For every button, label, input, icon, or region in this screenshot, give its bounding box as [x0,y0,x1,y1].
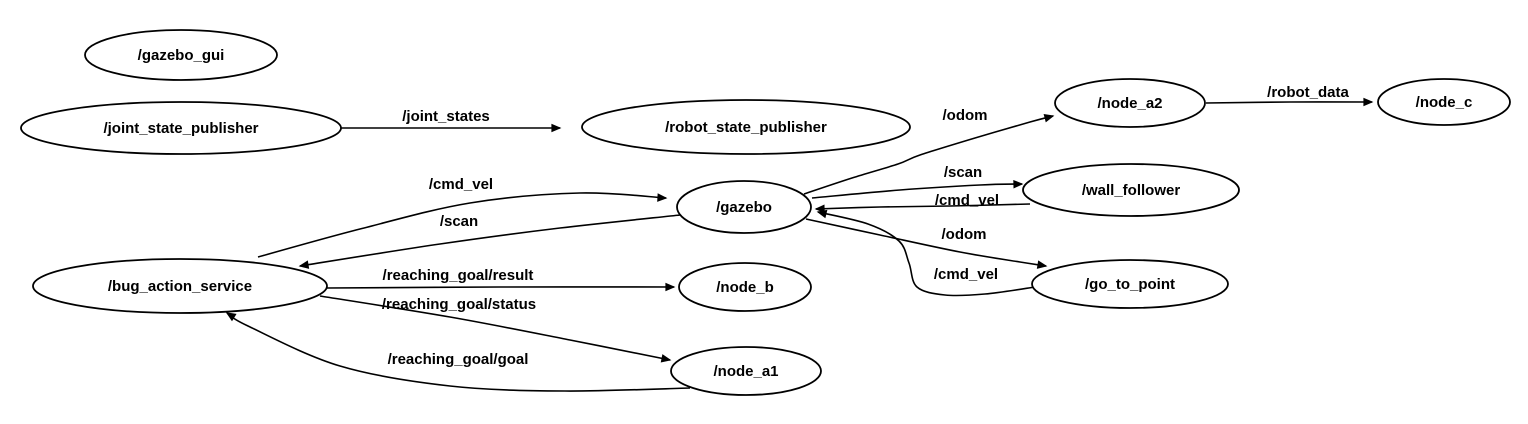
node-ellipse-node_b [678,262,812,312]
edge-label-scan-gazebo-to-wall: /scan [944,164,982,181]
nodes-layer: /gazebo_gui/joint_state_publisher/robot_… [20,29,1511,396]
node-bug_action_service: /bug_action_service [32,258,328,314]
edge-label-robot-data: /robot_data [1267,84,1349,101]
node-robot_state_publisher: /robot_state_publisher [581,99,911,155]
edge-label-odom-gazebo-to-node-a2: /odom [943,107,988,124]
edge-odom-gazebo-to-goto [805,218,1048,269]
node-ellipse-gazebo_gui [84,29,278,81]
node-label-node_a2: /node_a2 [1097,95,1162,112]
node-label-bug_action_service: /bug_action_service [108,278,252,295]
edge-cmd-vel-wall-to-gazebo [814,203,1031,214]
edge-reaching-goal-result [326,282,676,292]
node-ellipse-node_a2 [1054,78,1206,128]
node-label-node_b: /node_b [716,279,774,296]
node-label-robot_state_publisher: /robot_state_publisher [665,119,827,136]
node-label-go_to_point: /go_to_point [1085,276,1175,293]
edge-reaching-goal-goal [225,312,691,392]
node-ellipse-robot_state_publisher [581,99,911,155]
edge-label-cmd-vel-bug-to-gazebo: /cmd_vel [429,176,493,193]
node-joint_state_publisher: /joint_state_publisher [20,101,342,155]
node-label-node_c: /node_c [1416,94,1473,111]
edge-label-reaching-goal-result: /reaching_goal/result [383,267,534,284]
node-go_to_point: /go_to_point [1031,259,1229,309]
edge-cmd-vel-goto-to-gazebo [816,209,1036,297]
node-ellipse-go_to_point [1031,259,1229,309]
edge-label-reaching-goal-status: /reaching_goal/status [382,296,536,313]
node-gazebo: /gazebo [676,180,812,234]
node-ellipse-gazebo [676,180,812,234]
node-label-wall_follower: /wall_follower [1082,182,1181,199]
node-label-gazebo: /gazebo [716,199,772,216]
node-ellipse-node_a1 [670,346,822,396]
edge-reaching-goal-status [319,295,672,363]
node-ellipse-wall_follower [1022,163,1240,217]
edge-label-reaching-goal-goal: /reaching_goal/goal [388,351,529,368]
node-node_a2: /node_a2 [1054,78,1206,128]
node-node_a1: /node_a1 [670,346,822,396]
edge-cmd-vel-bug-to-gazebo [257,192,668,258]
edge-label-cmd-vel-goto-to-gazebo: /cmd_vel [934,266,998,283]
node-ellipse-bug_action_service [32,258,328,314]
edge-label-cmd-vel-wall-to-gazebo: /cmd_vel [935,192,999,209]
edge-robot-data [1205,97,1374,107]
node-gazebo_gui: /gazebo_gui [84,29,278,81]
node-ellipse-joint_state_publisher [20,101,342,155]
edges-layer [225,97,1374,392]
edge-label-joint-states: /joint_states [402,108,490,125]
node-node_c: /node_c [1377,78,1511,126]
node-ellipse-node_c [1377,78,1511,126]
node-wall_follower: /wall_follower [1022,163,1240,217]
node-label-gazebo_gui: /gazebo_gui [138,47,225,64]
node-label-node_a1: /node_a1 [713,363,778,380]
edge-label-scan-gazebo-to-bug: /scan [440,213,478,230]
node-label-joint_state_publisher: /joint_state_publisher [103,120,258,137]
edge-odom-gazebo-to-node-a2 [803,114,1055,195]
edge-label-odom-gazebo-to-goto: /odom [942,226,987,243]
node-node_b: /node_b [678,262,812,312]
edge-scan-gazebo-to-bug [298,214,681,269]
edge-scan-gazebo-to-wall [811,179,1024,199]
edge-labels-layer: /joint_states/cmd_vel/scan/reaching_goal… [382,84,1350,368]
